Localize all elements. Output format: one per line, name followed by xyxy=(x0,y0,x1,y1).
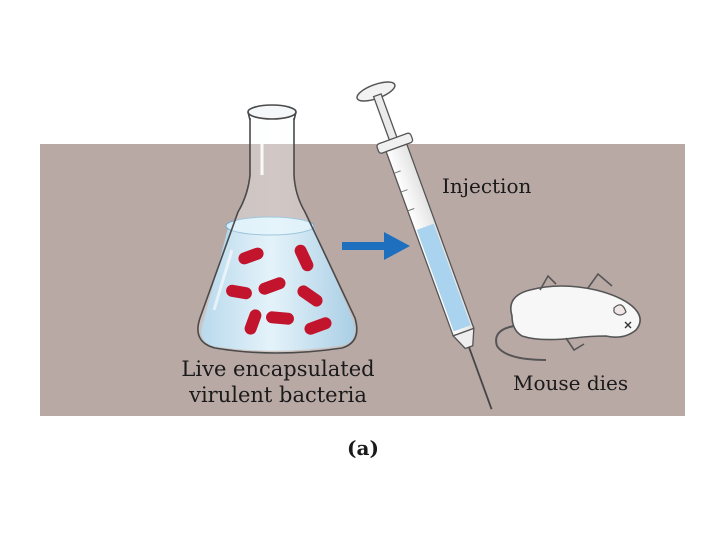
bacterium xyxy=(238,247,264,265)
bacterium xyxy=(226,284,252,300)
background-panel xyxy=(40,144,685,416)
syringe-fluid xyxy=(416,223,471,332)
syringe-icon xyxy=(356,81,493,410)
bacterium xyxy=(258,277,286,295)
erlenmeyer-flask-icon xyxy=(197,104,358,354)
bacterium xyxy=(244,309,262,335)
dead-mouse-icon xyxy=(495,272,641,361)
bacterium xyxy=(304,317,332,335)
bacterium xyxy=(294,244,314,272)
flask-caption-line-1: Live encapsulated xyxy=(181,357,374,381)
right-arrow-icon xyxy=(342,232,410,260)
outcome-label: Mouse dies xyxy=(513,371,628,395)
injection-label: Injection xyxy=(442,174,531,198)
flask-caption-line-2: virulent bacteria xyxy=(188,383,367,407)
bacterium xyxy=(297,285,323,307)
bacteria-group xyxy=(226,244,332,335)
bacterium xyxy=(266,311,294,325)
panel-id-label: (a) xyxy=(347,436,379,460)
